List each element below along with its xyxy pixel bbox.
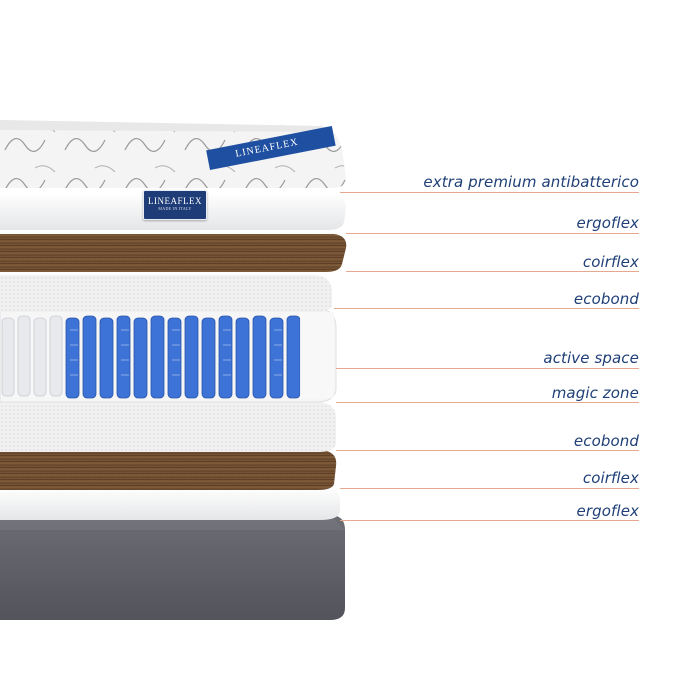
coirflex-top-layer [0, 234, 347, 272]
base-layer [0, 515, 345, 620]
layer-label-extra-premium: extra premium antibatterico [423, 173, 639, 191]
blue-springs [65, 315, 301, 399]
layer-label-coirflex-top: coirflex [582, 253, 639, 271]
leader-line [336, 402, 639, 403]
leader-line [340, 192, 639, 193]
layer-label-ergoflex-top: ergoflex [576, 214, 639, 232]
layer-label-coirflex-bottom: coirflex [582, 469, 639, 487]
layer-label-magic-zone: magic zone [551, 384, 639, 402]
layer-label-ecobond-bottom: ecobond [573, 432, 639, 450]
brand-tag: LINEAFLEX MADE IN ITALY [143, 190, 207, 220]
coirflex-bottom-layer [0, 450, 337, 490]
leader-line [340, 520, 639, 521]
leader-line [336, 368, 639, 369]
leader-line [346, 233, 639, 234]
quilted-cover [0, 120, 346, 188]
ergoflex-bottom-layer [0, 487, 340, 520]
leader-line [346, 271, 639, 272]
white-springs [1, 315, 63, 397]
brand-tag-sub: MADE IN ITALY [158, 206, 192, 211]
ecobond-top-layer [0, 275, 332, 312]
ecobond-bottom-layer [0, 402, 336, 452]
layer-label-ecobond-top: ecobond [573, 290, 639, 308]
brand-tag-name: LINEAFLEX [148, 196, 202, 206]
layer-label-active-space: active space [543, 349, 639, 367]
leader-line [334, 308, 639, 309]
leader-line [336, 450, 639, 451]
layer-label-ergoflex-bottom: ergoflex [576, 502, 639, 520]
leader-line [340, 488, 639, 489]
